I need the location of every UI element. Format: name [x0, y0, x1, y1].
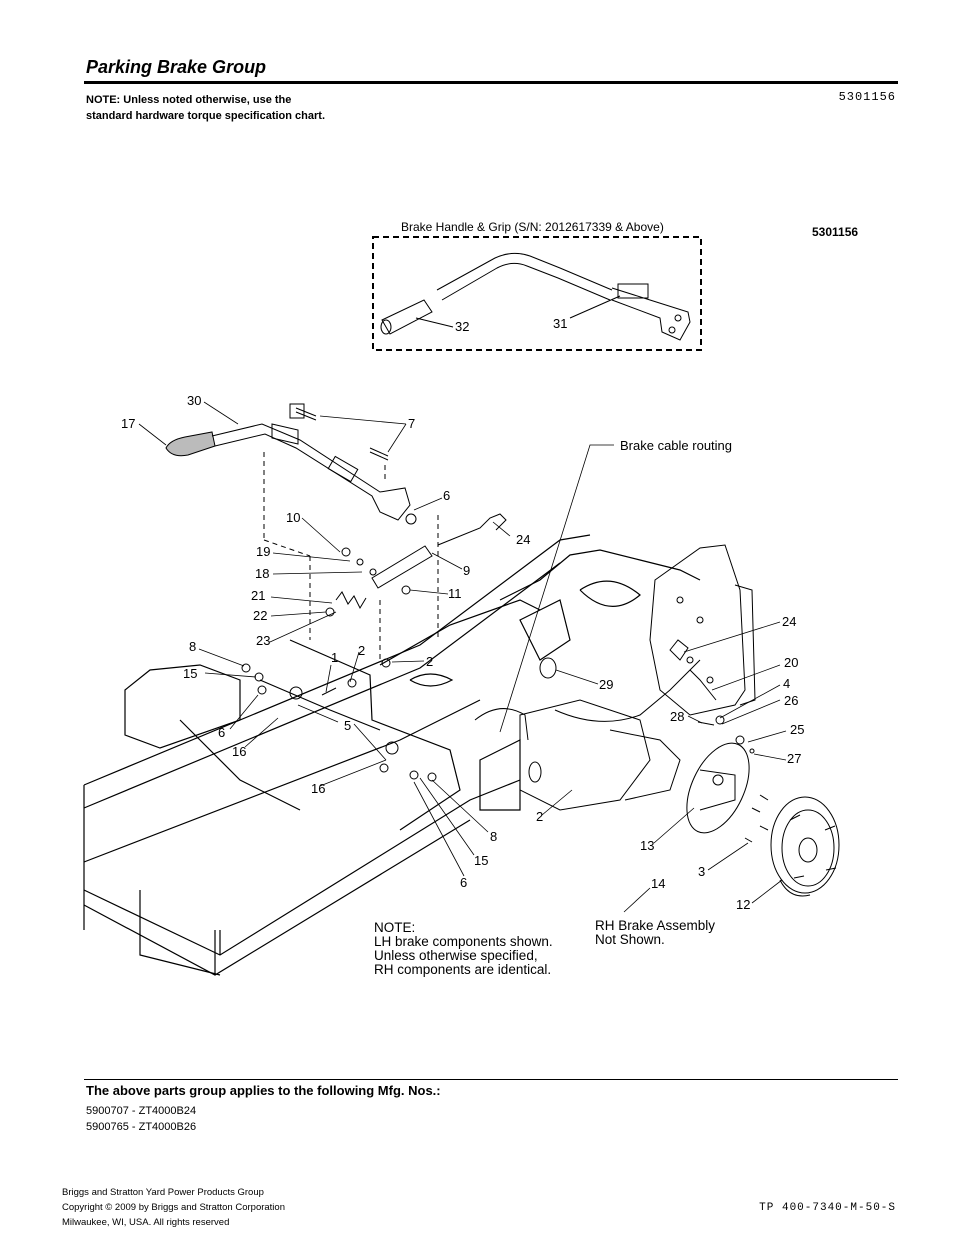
- note-line: NOTE:: [374, 920, 415, 935]
- callout-31: 31: [553, 316, 567, 331]
- callout-24: 24: [516, 532, 530, 547]
- callout-leaders: [138, 401, 787, 913]
- callout-25: 25: [790, 722, 804, 737]
- callout-26: 26: [784, 693, 798, 708]
- assembly-guide-lines: [263, 452, 439, 660]
- brake-cable: [474, 639, 717, 741]
- callout-7: 7: [408, 416, 415, 431]
- brake-lever-and-spring: [325, 513, 507, 617]
- callout-15: 15: [183, 666, 197, 681]
- mfg-number: 5900707 - ZT4000B24: [86, 1105, 197, 1117]
- callout-6: 6: [218, 725, 225, 740]
- callout-4: 4: [783, 676, 790, 691]
- callout-10: 10: [286, 510, 300, 525]
- page-title: Parking Brake Group: [86, 57, 267, 77]
- note-line: Unless otherwise specified,: [374, 948, 538, 963]
- cable-routing-label: Brake cable routing: [620, 438, 732, 453]
- callout-8: 8: [189, 639, 196, 654]
- callout-14: 14: [651, 876, 665, 891]
- callout-23: 23: [256, 633, 270, 648]
- torque-note: NOTE: Unless noted otherwise, use the st…: [86, 94, 326, 122]
- callout-18: 18: [255, 566, 269, 581]
- callout-30: 30: [187, 393, 201, 408]
- side-mount-plate: [649, 544, 756, 716]
- mfg-number-list: 5900707 - ZT4000B24 5900765 - ZT4000B26: [86, 1103, 196, 1135]
- rh-note-block: RH Brake Assembly Not Shown.: [595, 918, 715, 947]
- diagram-id-label: 5301156: [812, 225, 858, 239]
- brake-handle-assembly: [165, 423, 411, 521]
- company-info: Briggs and Stratton Yard Power Products …: [62, 1185, 285, 1230]
- lh-note-block: NOTE: LH brake components shown. Unless …: [374, 920, 553, 977]
- callout-21: 21: [251, 588, 265, 603]
- mower-frame: [83, 534, 701, 976]
- callout-6: 6: [460, 875, 467, 890]
- callout-11: 11: [448, 586, 462, 601]
- footer-rule: [84, 1079, 898, 1080]
- company-line: Briggs and Stratton Yard Power Products …: [62, 1187, 264, 1198]
- callout-5: 5: [344, 718, 351, 733]
- callout-27: 27: [787, 751, 801, 766]
- tp-number: TP 400-7340-M-50-S: [759, 1202, 896, 1214]
- callout-6: 6: [443, 488, 450, 503]
- applies-heading: The above parts group applies to the fol…: [86, 1083, 441, 1098]
- brake-drum: [770, 796, 840, 897]
- callout-12: 12: [736, 897, 750, 912]
- header-rule: [84, 81, 898, 84]
- hardware-bolts-7: [289, 403, 389, 461]
- callout-9: 9: [463, 563, 470, 578]
- brake-backing-plate: [686, 742, 750, 834]
- callout-2: 2: [358, 643, 365, 658]
- callout-20: 20: [784, 655, 798, 670]
- handle-part: [436, 252, 691, 341]
- callout-13: 13: [640, 838, 654, 853]
- note-line: LH brake components shown.: [374, 934, 553, 949]
- company-line: Copyright © 2009 by Briggs and Stratton …: [62, 1202, 285, 1213]
- callout-2: 2: [536, 809, 543, 824]
- rh-line: RH Brake Assembly: [595, 918, 715, 933]
- callout-19: 19: [256, 544, 270, 559]
- callout-1: 1: [331, 650, 338, 665]
- mfg-number: 5900765 - ZT4000B26: [86, 1121, 197, 1133]
- callout-16: 16: [232, 744, 246, 759]
- misc-hardware: [241, 658, 769, 843]
- callout-22: 22: [253, 608, 267, 623]
- callout-17: 17: [121, 416, 135, 431]
- callout-32: 32: [455, 319, 469, 334]
- company-line: Milwaukee, WI, USA. All rights reserved: [62, 1217, 230, 1228]
- axle-housing: [519, 657, 681, 811]
- callout-3: 3: [698, 864, 705, 879]
- callout-2: 2: [426, 654, 433, 669]
- callout-24: 24: [782, 614, 796, 629]
- doc-number: 5301156: [838, 90, 896, 104]
- callout-29: 29: [599, 677, 613, 692]
- callout-15: 15: [474, 853, 488, 868]
- grip-part: [380, 299, 433, 335]
- inset-title: Brake Handle & Grip (S/N: 2012617339 & A…: [401, 220, 664, 234]
- callout-28: 28: [670, 709, 684, 724]
- note-line: RH components are identical.: [374, 962, 551, 977]
- rh-line: Not Shown.: [595, 932, 665, 947]
- callout-labels: 30 17 7 6 10 24 19 9 18 21 11 22 23 8 1 …: [121, 316, 804, 912]
- callout-8: 8: [490, 829, 497, 844]
- inset-handle-grip: Brake Handle & Grip (S/N: 2012617339 & A…: [372, 220, 702, 351]
- callout-16: 16: [311, 781, 325, 796]
